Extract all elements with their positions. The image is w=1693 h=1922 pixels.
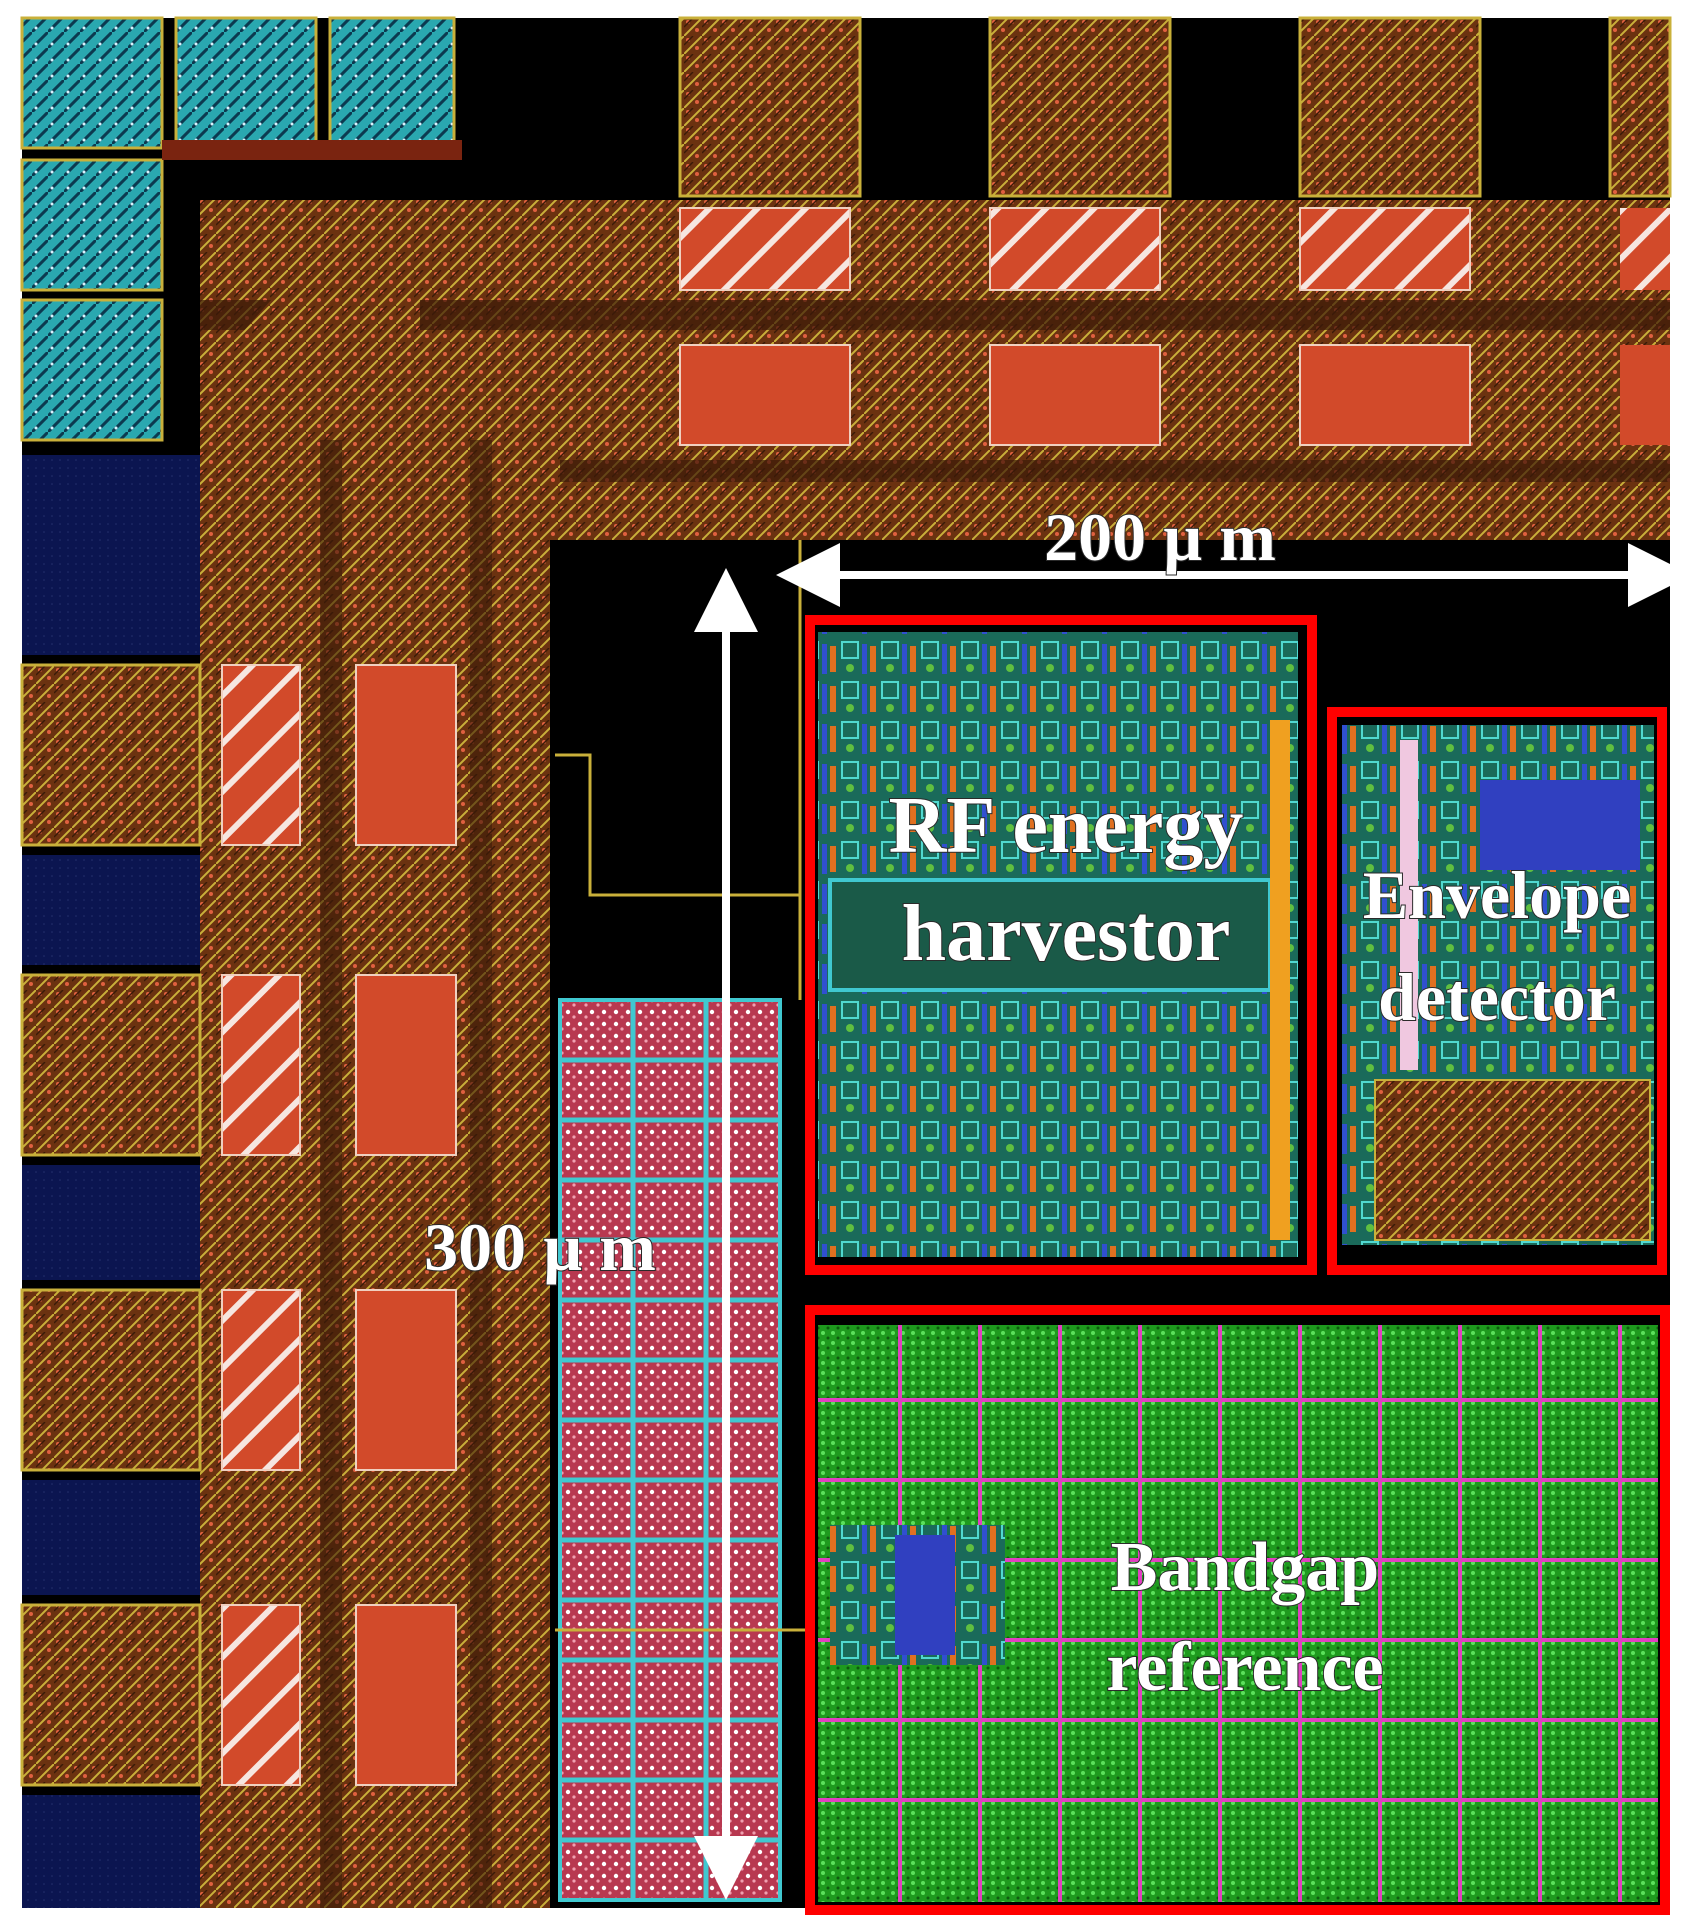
width-label: 200 µ m (1044, 499, 1276, 575)
left-pad-column (20, 455, 202, 1908)
dimension-arrows (694, 543, 1692, 1900)
left-io-ring (200, 440, 550, 1908)
bandgap-reference-label-line2: reference (1106, 1629, 1383, 1706)
top-pad-row (678, 16, 1672, 198)
rf-harvester-label-line2: harvestor (902, 890, 1231, 978)
envelope-detector-highlight (1327, 707, 1667, 1275)
capacitor-array (558, 998, 782, 1902)
corner-pad-cluster (20, 16, 462, 442)
envelope-detector-block (1342, 725, 1654, 1245)
rf-harvester-block (818, 632, 1298, 1257)
highlight-boxes (805, 615, 1670, 1915)
rf-harvester-highlight (805, 615, 1317, 1275)
bandgap-reference-block (818, 1325, 1658, 1902)
envelope-detector-label-line1: Envelope (1363, 857, 1631, 933)
height-label: 300 µ m (424, 1209, 656, 1285)
bandgap-reference-label-line1: Bandgap (1111, 1529, 1379, 1606)
bandgap-reference-highlight (805, 1305, 1670, 1915)
rf-harvester-label-line1: RF energy (889, 782, 1244, 870)
envelope-detector-label-line2: detector (1378, 959, 1616, 1035)
